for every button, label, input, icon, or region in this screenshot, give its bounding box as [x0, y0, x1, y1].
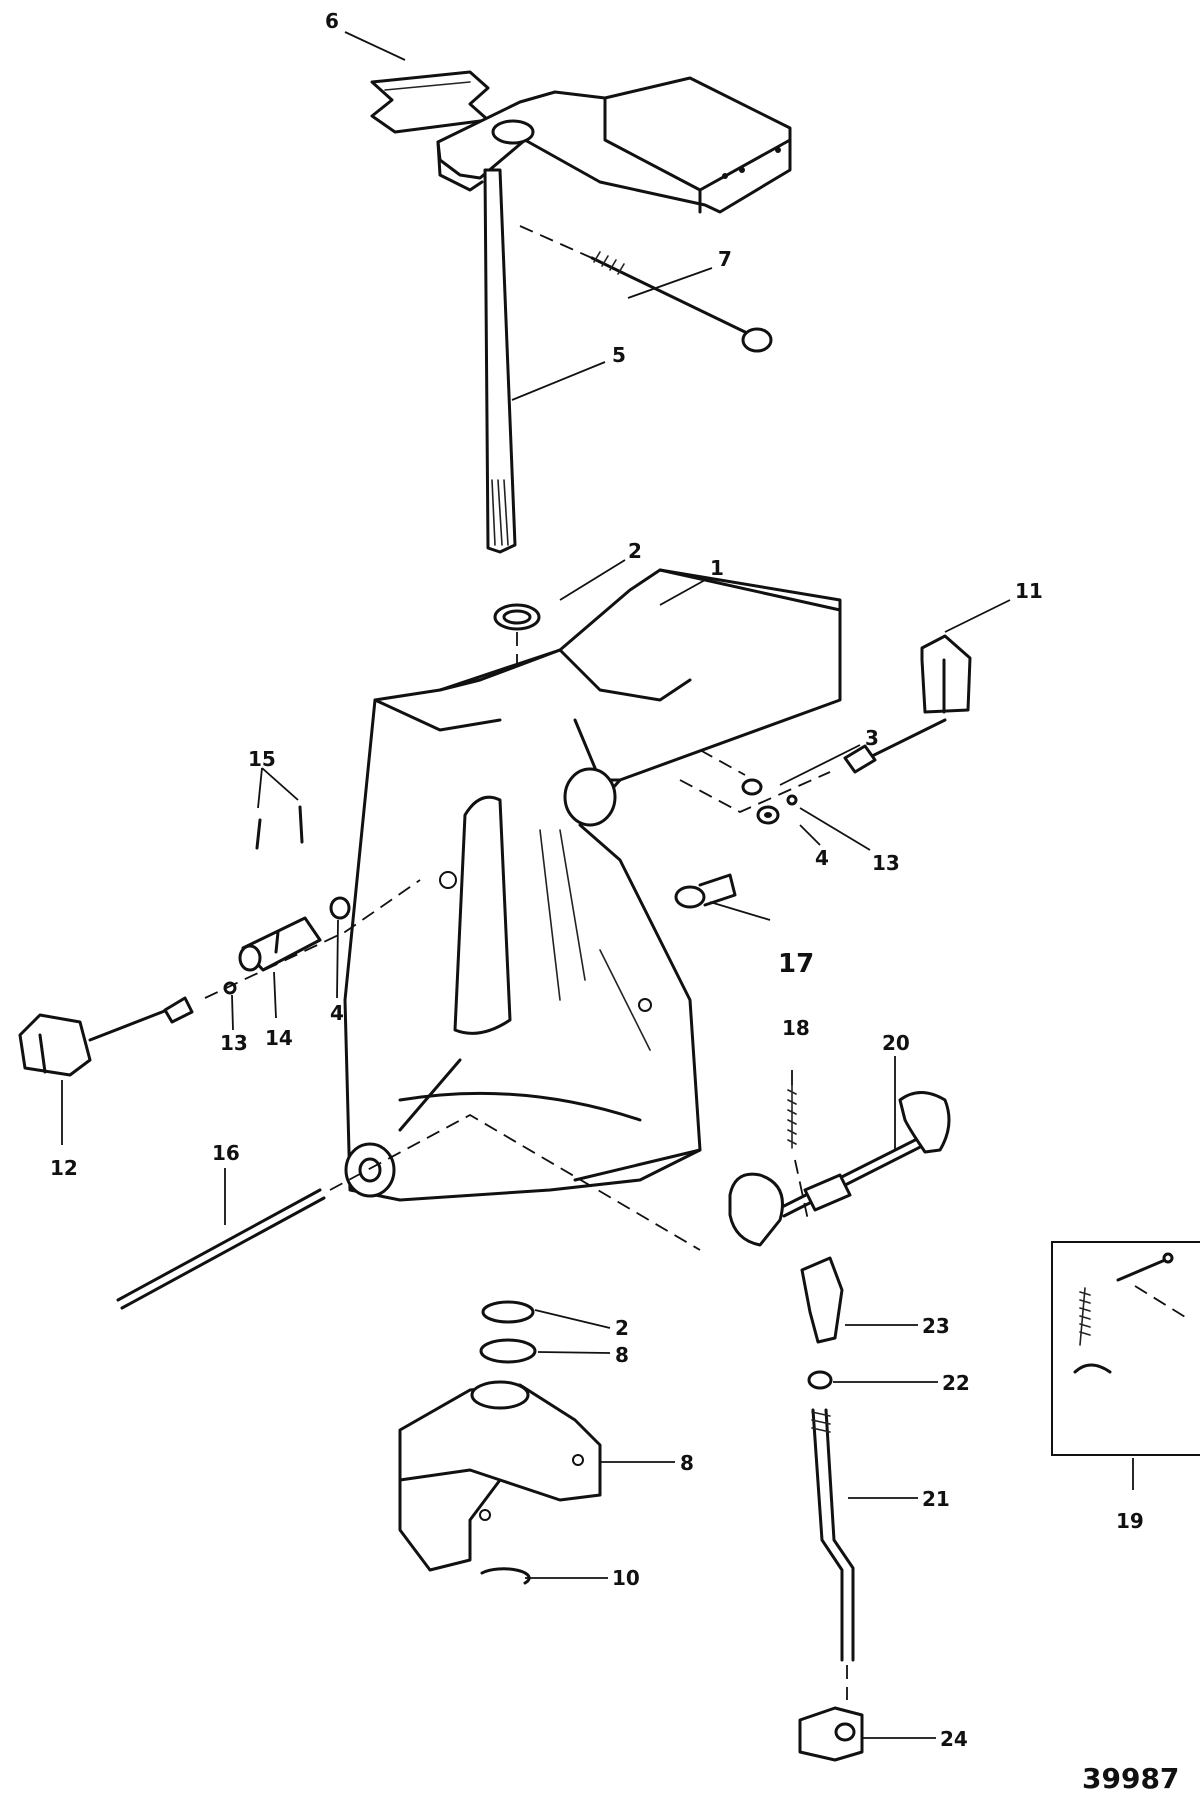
- part-13-right-ring: [786, 794, 798, 806]
- callout-3: 3: [865, 726, 879, 750]
- part-12-tilt-pin: [18, 996, 194, 1077]
- part-17-bushing: [674, 873, 737, 909]
- part-19-inset-parts: [1073, 1252, 1191, 1374]
- callout-labels: 6 7 5 2 1 11 3 4 13 17 15 14 4 13 12 16 …: [50, 9, 1144, 1751]
- part-14-latch: [238, 916, 322, 972]
- part-6-pad: [370, 70, 490, 134]
- callout-24: 24: [940, 1727, 968, 1751]
- callout-4-right: 4: [815, 846, 829, 870]
- callout-8-ring: 8: [615, 1343, 629, 1367]
- part-20-tilt-lock-lever: [728, 1091, 951, 1247]
- callout-13-right: 13: [872, 851, 900, 875]
- part-24-connector: [798, 1706, 864, 1762]
- callout-13-left: 13: [220, 1031, 248, 1055]
- part-15-pins: [255, 805, 304, 850]
- callout-8-bracket: 8: [680, 1451, 694, 1475]
- callout-7: 7: [718, 247, 732, 271]
- figure-number: 39987: [1082, 1762, 1180, 1795]
- part-9-steering-yoke: [398, 1380, 602, 1572]
- part-10-retaining-ring: [480, 1567, 531, 1585]
- part-8-washer: [479, 1338, 537, 1364]
- part-22-nut: [807, 1370, 833, 1390]
- part-3-grease-fitting: [741, 778, 763, 796]
- callout-5: 5: [612, 343, 626, 367]
- callout-12: 12: [50, 1156, 78, 1180]
- callout-4-left: 4: [330, 1001, 344, 1025]
- part-4-left-washer: [329, 896, 351, 920]
- part-2-lower-ring: [481, 1300, 535, 1324]
- callout-23: 23: [922, 1314, 950, 1338]
- callout-2-top: 2: [628, 539, 642, 563]
- part-16-tilt-tube: [116, 1113, 701, 1310]
- callout-22: 22: [942, 1371, 970, 1395]
- callout-20: 20: [882, 1031, 910, 1055]
- part-5-shaft: [483, 168, 517, 554]
- leader-lines: [61, 31, 1134, 1739]
- callout-18: 18: [782, 1016, 810, 1040]
- part-11-tilt-pin: [843, 634, 972, 774]
- callout-11: 11: [1015, 579, 1043, 603]
- callout-10: 10: [612, 1566, 640, 1590]
- callout-21: 21: [922, 1487, 950, 1511]
- callout-15: 15: [248, 747, 276, 771]
- callout-17: 17: [778, 949, 814, 979]
- part-1-swivel-bracket: [343, 568, 842, 1202]
- callout-14: 14: [265, 1026, 293, 1050]
- callout-16: 16: [212, 1141, 240, 1165]
- part-5-steering-arm: [436, 76, 792, 214]
- part-18-spring: [787, 1084, 809, 1221]
- part-7-bolt: [519, 225, 773, 353]
- part-4-right-washer: [756, 805, 780, 825]
- callout-1: 1: [710, 556, 724, 580]
- part-23-link: [800, 1256, 844, 1344]
- part-21-rod: [811, 1408, 855, 1700]
- callout-19: 19: [1116, 1509, 1144, 1533]
- callout-2-bottom: 2: [615, 1316, 629, 1340]
- callout-6: 6: [325, 9, 339, 33]
- inset-detail-box: [1051, 1241, 1200, 1456]
